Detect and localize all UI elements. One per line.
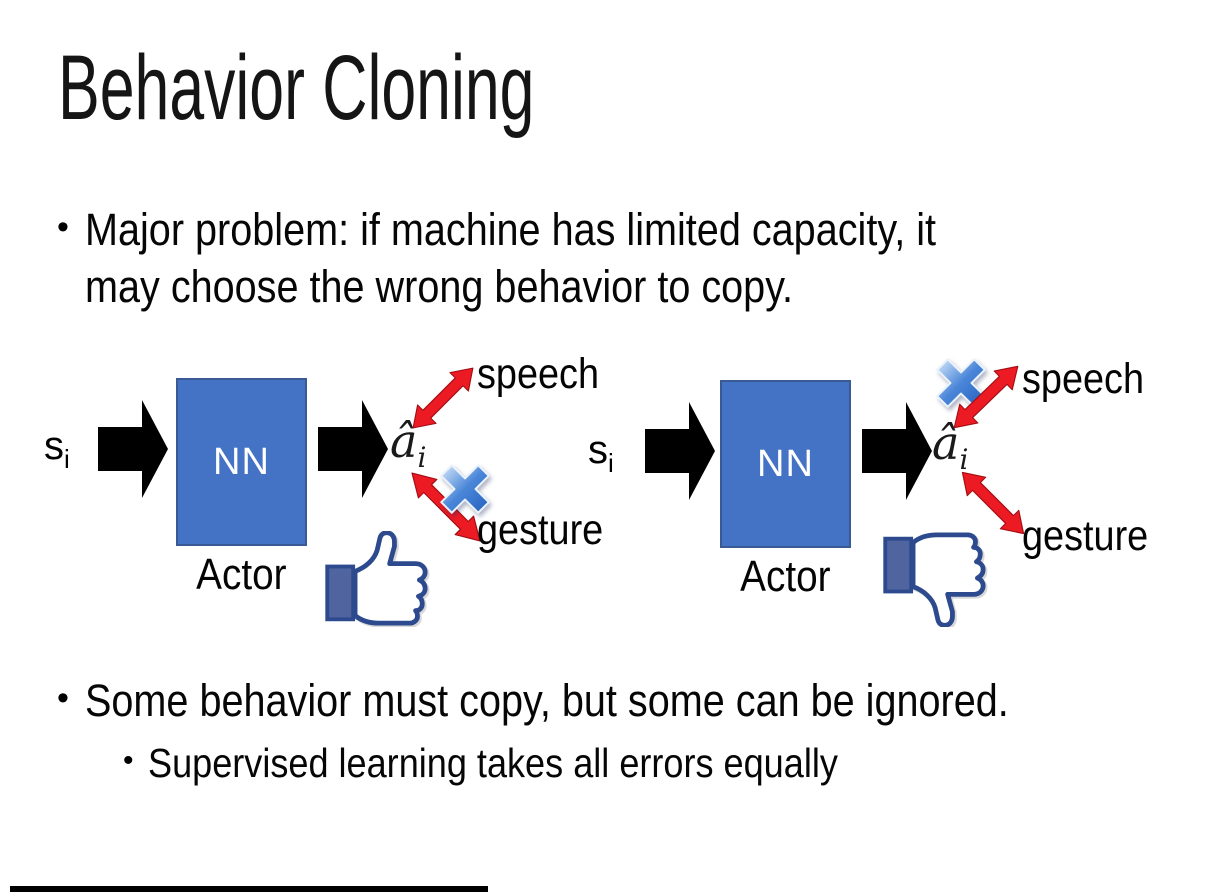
bullet-some-behavior: • Some behavior must copy, but some can … [57, 672, 1135, 729]
actor-label: Actor [710, 552, 861, 602]
input-arrow-icon [98, 400, 168, 498]
actor-label-text: Actor [740, 552, 831, 601]
bullet-major-problem-text: Major problem: if machine has limited ca… [84, 204, 936, 313]
cross-out-icon [440, 464, 490, 514]
state-symbol: s [44, 424, 64, 468]
speech-label: speech [477, 350, 616, 399]
output-arrow-icon [318, 400, 388, 498]
speech-doublearrow-icon [953, 365, 1019, 429]
speech-label-text: speech [477, 350, 600, 398]
nn-box: NN [176, 378, 307, 546]
action-subscript: i [959, 443, 969, 477]
bullet-icon: • [57, 208, 69, 246]
page-title: Behavior Cloning [58, 37, 535, 139]
bullet-some-behavior-text: Some behavior must copy, but some can be… [84, 675, 1009, 726]
gesture-doublearrow-icon [961, 471, 1025, 535]
input-state-label: si [44, 424, 70, 475]
actor-label: Actor [166, 550, 317, 600]
bullet-major-problem: • Major problem: if machine has limited … [57, 201, 1052, 315]
bullet-icon: • [57, 679, 69, 717]
gesture-label-text: gesture [477, 506, 604, 554]
bullet-supervised: • Supervised learning takes all errors e… [123, 737, 931, 790]
bullet-supervised-text: Supervised learning takes all errors equ… [147, 740, 838, 786]
input-arrow-icon [645, 402, 715, 500]
nn-label: NN [757, 442, 814, 485]
action-symbol: â [390, 414, 418, 468]
speech-doublearrow-icon [412, 367, 474, 429]
gesture-label: gesture [1022, 512, 1165, 561]
bottom-edge-bar [10, 886, 488, 892]
output-action-label: âi [390, 418, 426, 472]
bullet-icon: • [123, 744, 134, 777]
gesture-label-text: gesture [1022, 512, 1149, 560]
thumbs-up-icon [325, 531, 428, 626]
speech-label-text: speech [1022, 355, 1145, 403]
state-subscript: i [608, 448, 614, 478]
output-arrow-icon [862, 402, 932, 500]
nn-label: NN [213, 440, 270, 483]
speech-label: speech [1022, 355, 1161, 404]
input-state-label: si [588, 428, 614, 479]
state-subscript: i [64, 444, 70, 474]
thumbs-down-icon [883, 532, 986, 627]
state-symbol: s [588, 428, 608, 472]
action-subscript: i [417, 441, 427, 475]
nn-box: NN [720, 380, 851, 548]
actor-label-text: Actor [196, 550, 287, 599]
gesture-label: gesture [477, 506, 620, 555]
